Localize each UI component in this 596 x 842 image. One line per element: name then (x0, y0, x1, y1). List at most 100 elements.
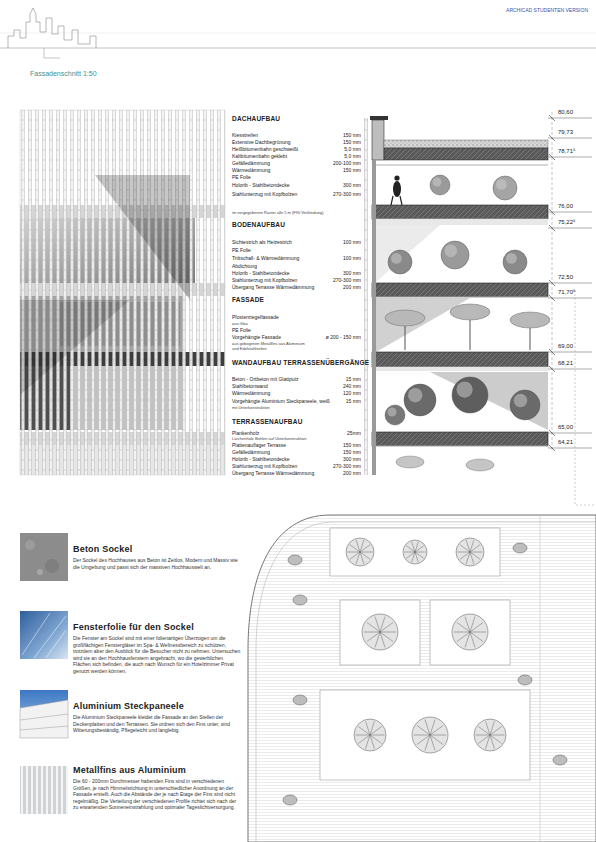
plan-plants-part (460, 552, 470, 559)
plan-plants-part (360, 540, 364, 552)
layer-name: Gefälledämmung (232, 450, 270, 456)
plan-plants-part (474, 719, 506, 751)
layer-thickness: 150 mm (295, 450, 361, 456)
layer-thickness: 5,0 mm (295, 154, 361, 160)
plan-plants-part (470, 632, 483, 642)
plants-part (506, 253, 517, 264)
layer-name: PE Folie (232, 328, 251, 334)
facade-section-part (372, 219, 548, 446)
layer-note: und Edelstahlseilen (232, 347, 267, 352)
layer-thickness: 15 mm (295, 377, 361, 383)
plan-plants-part (380, 617, 385, 632)
plants-part (510, 312, 550, 328)
layer-name: Vorgehängte Aluminium Steckpaneele, weiß (232, 399, 330, 405)
layer-thickness: 100 mm (295, 240, 361, 246)
plants-part (530, 328, 531, 350)
facade-section-part (372, 283, 548, 297)
layer-thickness: 15 mm (295, 399, 361, 405)
level-marks-part-part (548, 157, 592, 158)
level-mark: 75,22⁵ (558, 219, 576, 226)
header (0, 8, 596, 58)
plan-plants-part (366, 721, 370, 735)
material-block: Fensterfolie für den SockelDie Fenster a… (73, 622, 241, 674)
material-images (20, 533, 68, 814)
layer-name: Beton - Ortbeton mit Glattputz (232, 377, 298, 383)
plan-plants-part (356, 552, 360, 564)
material-images-part (20, 700, 68, 738)
level-mark: 71,70⁵ (558, 289, 576, 296)
plan-plants-part (490, 735, 502, 743)
plan-plants (346, 538, 506, 753)
plants-part (466, 459, 494, 471)
plan-plants-part (417, 725, 430, 735)
plan-plants-part (412, 542, 415, 552)
plan-plants-part (350, 552, 360, 559)
plan-plants-part (380, 632, 393, 642)
person-figure (391, 175, 402, 205)
chairs-part (283, 795, 297, 805)
plan-plants-part (470, 552, 474, 564)
level-marks-part-part (548, 283, 592, 284)
layer-name: Gefälledämmung (232, 161, 270, 167)
plan-plants-part (457, 622, 470, 632)
level-marks-part-part (548, 352, 592, 353)
level-marks-part-part (549, 225, 555, 231)
plan-plants-part (346, 538, 374, 566)
chairs-part (513, 543, 527, 553)
layer-thickness: 300 mm (295, 271, 361, 277)
layer-heading: DACHAUFBAU (232, 115, 280, 122)
layer-name: Kiesstreifen (232, 133, 258, 139)
level-marks-part-part (548, 228, 592, 229)
plan-plants-part (362, 614, 398, 650)
header-part (8, 8, 96, 48)
plants-part (503, 250, 527, 274)
chairs-part (553, 755, 567, 765)
material-images-part (25, 540, 35, 550)
plants-part (408, 388, 422, 402)
layer-name: Stahlunterzug mit Kopfbolzen (232, 278, 297, 284)
facade-section-part (372, 160, 376, 475)
plan-plants-part (370, 735, 374, 749)
facade-section-part (364, 118, 370, 475)
facade-section-part (372, 205, 548, 219)
material-images-part (22, 613, 66, 658)
floor-plan-part (330, 528, 500, 576)
plan-plants-part (478, 735, 490, 743)
plan-plants-part (364, 632, 380, 633)
plan-plants-part (430, 735, 443, 745)
plan-plants-part (470, 552, 483, 553)
layer-thickness: 240 mm (295, 384, 361, 390)
plan-plants-part (430, 735, 435, 750)
plants-part (496, 179, 507, 190)
plants-part (385, 310, 425, 326)
watermark: ARCHICAD STUDENTEN VERSION (440, 8, 588, 14)
plan-plants-part (465, 617, 470, 632)
plan-plants-part (452, 614, 488, 650)
plants-part (470, 320, 471, 350)
level-marks-part-part (549, 430, 555, 436)
facade-section-part (372, 432, 548, 446)
layer-name: Stahlunterzug mit Kopfbolzen (232, 192, 297, 198)
plants-part (385, 405, 405, 425)
level-marks-part-part (548, 298, 592, 299)
plan-plants-part (406, 546, 415, 552)
plan-plants-part (457, 552, 470, 553)
level-marks-part-part (549, 445, 555, 451)
level-marks-part-part (548, 118, 592, 119)
layer-note: aus gebogenen Metallfins aus Aluminium (232, 342, 305, 347)
chairs-part (293, 595, 307, 605)
plan-plants-part (354, 719, 386, 751)
plants-part (493, 176, 517, 200)
level-marks (548, 112, 596, 505)
plan-plants-part (425, 735, 430, 750)
layer-thickness: 270-300 mm (295, 192, 361, 198)
level-marks-part-part (549, 115, 555, 121)
facade-section (364, 116, 550, 475)
plan-plants-part (466, 540, 470, 552)
level-mark: 80,60 (558, 109, 573, 116)
plan-plants-part (412, 717, 448, 753)
chairs-part (518, 675, 532, 685)
facade-elevation-part (20, 110, 225, 475)
layer-name: Wärmedämmung (232, 168, 270, 174)
plan-plants-part (490, 735, 504, 736)
